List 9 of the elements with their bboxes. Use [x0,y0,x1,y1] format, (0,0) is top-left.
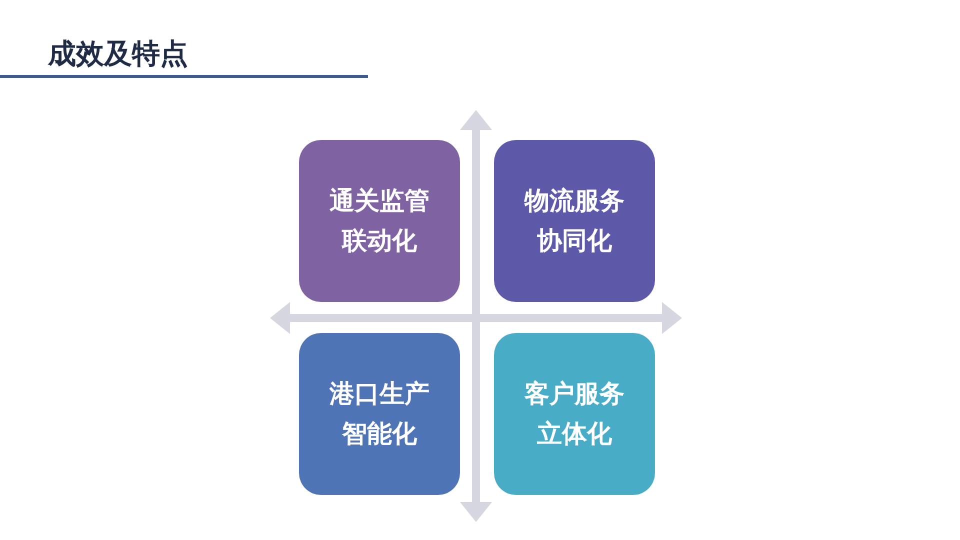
slide-title: 成效及特点 [48,36,188,72]
quadrant-box [494,333,655,495]
quadrant-label: 通关监管联动化 [328,185,430,257]
quadrant-label: 物流服务协同化 [523,185,626,257]
quadrant-label: 客户服务立体化 [524,378,626,450]
quadrant-box [299,333,460,495]
quadrant-label: 港口生产智能化 [328,378,430,450]
quadrant-box [494,140,655,302]
quadrant-box [299,140,460,302]
